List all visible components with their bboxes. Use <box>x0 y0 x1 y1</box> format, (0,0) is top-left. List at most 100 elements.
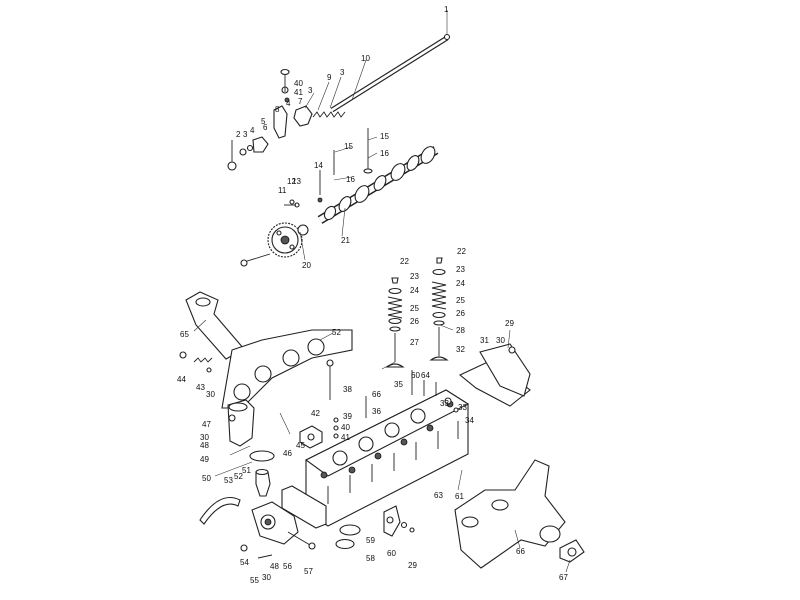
callout-13: 13 <box>292 177 301 186</box>
callout-30: 30 <box>496 336 505 345</box>
callout-45: 45 <box>296 441 305 450</box>
callout-4: 4 <box>250 126 255 135</box>
callout-52: 52 <box>234 472 243 481</box>
callout-24: 24 <box>456 279 465 288</box>
callout-25: 25 <box>456 296 465 305</box>
callout-66: 66 <box>372 390 381 399</box>
callout-21: 21 <box>341 236 350 245</box>
manifold-studs <box>179 351 367 439</box>
callout-15: 15 <box>344 142 353 151</box>
callout-34: 34 <box>465 416 474 425</box>
callout-63: 63 <box>434 491 443 500</box>
callout-67: 67 <box>559 573 568 582</box>
callout-64: 64 <box>421 371 430 380</box>
callout-47: 47 <box>202 420 211 429</box>
callout-48: 48 <box>200 441 209 450</box>
callout-3: 3 <box>340 68 345 77</box>
callout-41: 41 <box>294 88 303 97</box>
callout-65: 65 <box>180 330 189 339</box>
callout-30: 30 <box>200 433 209 442</box>
callout-49: 49 <box>200 455 209 464</box>
callout-16: 16 <box>346 175 355 184</box>
callout-56: 56 <box>283 562 292 571</box>
callout-3: 3 <box>243 130 248 139</box>
callout-39: 39 <box>343 412 352 421</box>
callout-42: 42 <box>311 409 320 418</box>
intake-manifold <box>185 291 353 409</box>
callout-46: 46 <box>283 449 292 458</box>
callout-57: 57 <box>304 567 313 576</box>
callout-36: 36 <box>372 407 381 416</box>
callout-5: 5 <box>261 117 266 126</box>
callout-29: 29 <box>505 319 514 328</box>
callout-8: 8 <box>275 105 280 114</box>
callout-11: 11 <box>278 186 287 195</box>
callout-48: 48 <box>270 562 279 571</box>
callout-14: 14 <box>314 161 323 170</box>
callout-41: 41 <box>341 433 350 442</box>
callout-53: 53 <box>224 476 233 485</box>
callout-32: 32 <box>456 345 465 354</box>
callout-38: 38 <box>343 385 352 394</box>
callout-24: 24 <box>410 286 419 295</box>
callout-66: 66 <box>516 547 525 556</box>
studs-upper <box>284 128 373 208</box>
callout-35: 35 <box>394 380 403 389</box>
rocker-spring <box>312 111 346 118</box>
callout-54: 54 <box>240 558 249 567</box>
callout-60: 60 <box>387 549 396 558</box>
callout-10: 10 <box>361 54 370 63</box>
callout-6: 6 <box>263 123 268 132</box>
callout-3: 3 <box>308 86 313 95</box>
callout-27: 27 <box>410 338 419 347</box>
callout-12: 12 <box>287 177 296 186</box>
callout-59: 59 <box>366 536 375 545</box>
callout-26: 26 <box>456 309 465 318</box>
cylinder-head <box>304 370 470 527</box>
callout-33: 33 <box>458 403 467 412</box>
callout-58: 58 <box>366 554 375 563</box>
callout-22: 22 <box>457 247 466 256</box>
callout-23: 23 <box>410 272 419 281</box>
callout-55: 55 <box>250 576 259 585</box>
callout-labels: 1 2 3 3 3 4 4 5 6 7 8 9 10 11 12 13 14 1… <box>177 5 568 585</box>
callout-26: 26 <box>410 317 419 326</box>
camshaft <box>317 146 439 224</box>
camshaft-gear <box>240 222 309 267</box>
rocker-shaft <box>330 33 451 113</box>
exhaust-manifold <box>454 459 585 569</box>
water-outlet <box>227 399 275 497</box>
callout-30: 30 <box>206 390 215 399</box>
callout-44: 44 <box>177 375 186 384</box>
leader-lines <box>193 10 571 573</box>
callout-31: 31 <box>480 336 489 345</box>
callout-43: 43 <box>196 383 205 392</box>
water-pump <box>199 496 316 559</box>
callout-22: 22 <box>400 257 409 266</box>
callout-33: 33 <box>440 399 449 408</box>
head-gasket-parts <box>281 425 415 550</box>
callout-4: 4 <box>286 99 291 108</box>
callout-51: 51 <box>242 466 251 475</box>
callout-61: 61 <box>455 492 464 501</box>
callout-50: 50 <box>202 474 211 483</box>
rocker-arm <box>227 68 313 171</box>
callout-28: 28 <box>456 326 465 335</box>
callout-16: 16 <box>380 149 389 158</box>
callout-40: 40 <box>294 79 303 88</box>
callout-9: 9 <box>327 73 332 82</box>
callout-40: 40 <box>341 423 350 432</box>
callout-7: 7 <box>298 97 303 106</box>
callout-15: 15 <box>380 132 389 141</box>
callout-29: 29 <box>408 561 417 570</box>
callout-30: 30 <box>262 573 271 582</box>
valve-assembly-right <box>429 257 449 361</box>
callout-20: 20 <box>302 261 311 270</box>
valve-assembly-left <box>385 277 405 368</box>
rocker-cover-plate <box>435 343 531 413</box>
callout-52: 52 <box>332 328 341 337</box>
callout-25: 25 <box>410 304 419 313</box>
callout-23: 23 <box>456 265 465 274</box>
callout-1: 1 <box>444 5 449 14</box>
